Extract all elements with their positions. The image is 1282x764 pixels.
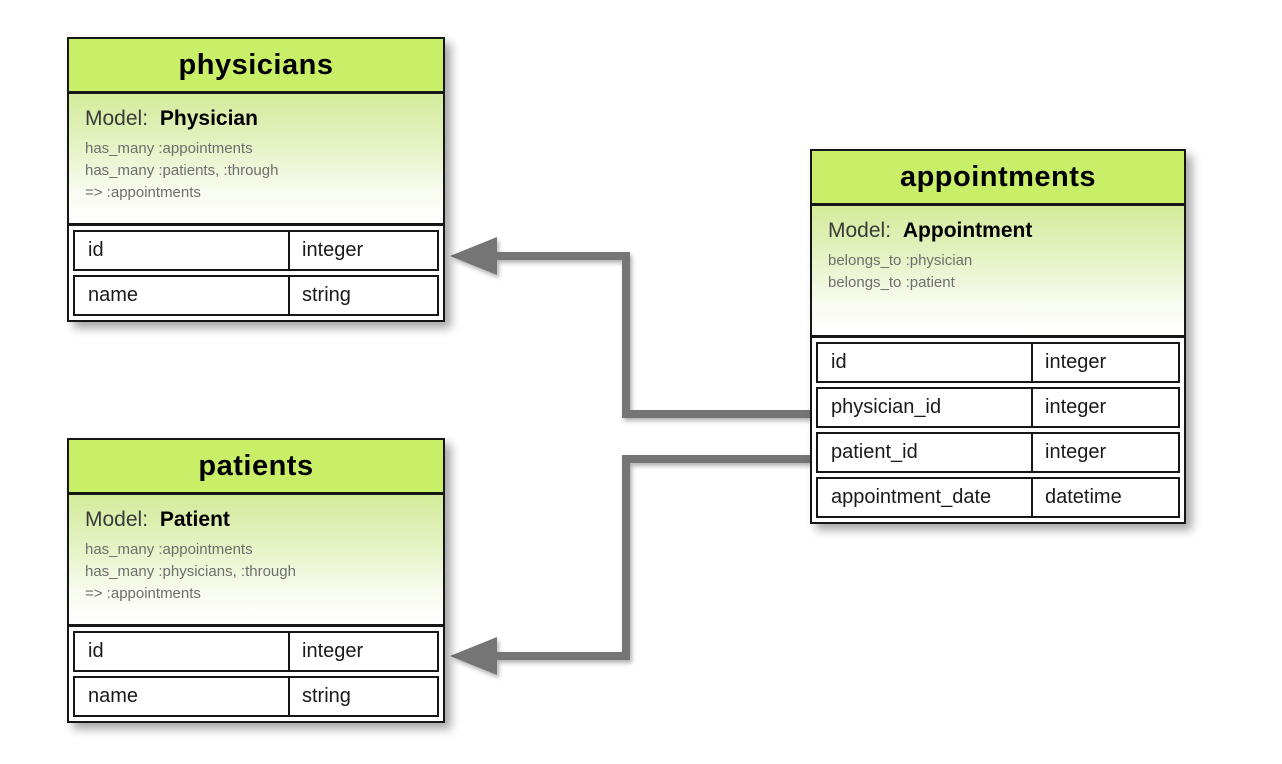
field-rows: id integer physician_id integer patient_… (812, 338, 1184, 522)
field-name-cell: appointment_date (818, 479, 1033, 516)
entity-table-physicians: physicians Model: Physician has_many :ap… (67, 37, 445, 322)
field-type-cell: integer (302, 239, 364, 261)
model-info: Model: Physician has_many :appointments … (69, 94, 443, 226)
relationship-line-appointments-physicians (496, 252, 810, 418)
model-name: Patient (159, 508, 230, 531)
table-row: patient_id integer (816, 432, 1180, 473)
model-line: Model: Patient (85, 508, 427, 532)
arrowhead-to-physicians-icon (450, 237, 497, 275)
field-type-cell: datetime (1045, 486, 1122, 508)
association-line: belongs_to :patient (828, 274, 955, 291)
field-name-cell: name (75, 277, 290, 314)
association-line: belongs_to :physician (828, 252, 973, 269)
entity-table-appointments: appointments Model: Appointment belongs_… (810, 149, 1186, 524)
field-rows: id integer name string (69, 627, 443, 721)
table-row: id integer (73, 631, 439, 672)
model-label: Model: (85, 508, 149, 531)
association-line: has_many :patients, :through (85, 162, 279, 179)
table-row: id integer (73, 230, 439, 271)
association-line: has_many :appointments (85, 541, 253, 558)
table-row: appointment_date datetime (816, 477, 1180, 518)
association-line: => :appointments (85, 184, 201, 201)
association-line: has_many :physicians, :through (85, 563, 296, 580)
field-rows: id integer name string (69, 226, 443, 320)
association-line: => :appointments (85, 585, 201, 602)
field-type-cell: integer (1045, 351, 1107, 373)
table-row: physician_id integer (816, 387, 1180, 428)
field-name-cell: id (818, 344, 1033, 381)
table-title: physicians (69, 39, 443, 94)
field-name-cell: id (75, 633, 290, 670)
model-name: Physician (159, 107, 258, 130)
model-info: Model: Patient has_many :appointments ha… (69, 495, 443, 627)
model-line: Model: Physician (85, 107, 427, 131)
model-info: Model: Appointment belongs_to :physician… (812, 206, 1184, 338)
model-line: Model: Appointment (828, 219, 1168, 243)
association-line: has_many :appointments (85, 140, 253, 157)
model-label: Model: (828, 219, 892, 242)
table-row: id integer (816, 342, 1180, 383)
field-name-cell: patient_id (818, 434, 1033, 471)
table-title: patients (69, 440, 443, 495)
table-row: name string (73, 676, 439, 717)
field-type-cell: integer (1045, 441, 1107, 463)
relationship-line-appointments-patients (496, 455, 810, 660)
table-title: appointments (812, 151, 1184, 206)
field-type-cell: string (302, 685, 351, 707)
field-type-cell: integer (302, 640, 364, 662)
field-name-cell: id (75, 232, 290, 269)
model-label: Model: (85, 107, 149, 130)
field-type-cell: string (302, 284, 351, 306)
arrowhead-to-patients-icon (450, 637, 497, 675)
model-name: Appointment (902, 219, 1033, 242)
table-row: name string (73, 275, 439, 316)
field-type-cell: integer (1045, 396, 1107, 418)
field-name-cell: name (75, 678, 290, 715)
field-name-cell: physician_id (818, 389, 1033, 426)
entity-table-patients: patients Model: Patient has_many :appoin… (67, 438, 445, 723)
